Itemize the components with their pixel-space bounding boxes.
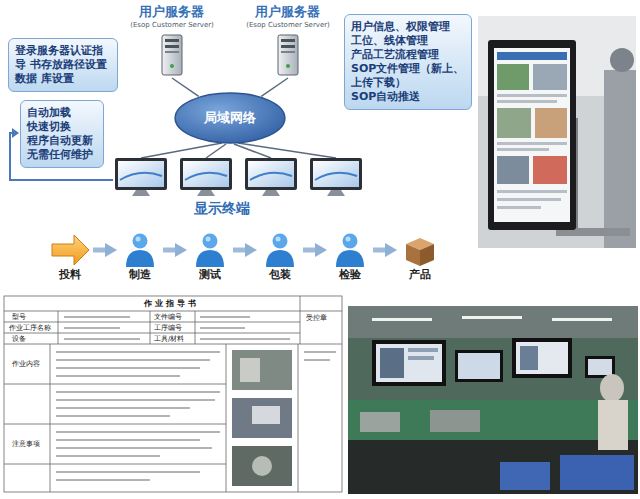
node-text: 程序自动更新 (27, 134, 97, 148)
table-cell-holder: 型号 (12, 313, 26, 321)
server-subtitle: (Esop Customer Server) (246, 20, 330, 30)
stamp-note-holder: 受控章 (306, 314, 327, 322)
table-cell-holder: 作业工序名称 (9, 324, 51, 332)
connector (373, 248, 387, 253)
connector (163, 248, 177, 253)
server-subtitle: (Esop Customer Server) (130, 20, 214, 30)
production-line-photo (348, 306, 638, 494)
node-text: 工位、线体管理 (351, 34, 465, 48)
connector (303, 248, 317, 253)
connector (261, 78, 288, 96)
node-text: 测试 (188, 268, 232, 281)
node-text: 包装 (258, 268, 302, 281)
node-text: 局域网络 (204, 110, 256, 126)
table-cell-holder: 设备 (12, 335, 26, 343)
process-step: 投料 (48, 232, 92, 281)
person-icon (332, 232, 368, 268)
stamp-note: 受控章 (306, 314, 327, 322)
server-icon (273, 33, 303, 77)
table-cell-holder: 作业内容 (12, 360, 40, 368)
sheet-text-lines (56, 317, 336, 480)
sheet-title-holder: 作 业 指 导 书 (144, 299, 195, 308)
table-cell: 设备 (12, 335, 26, 343)
table-cell-holder: 文件编号 (154, 313, 182, 321)
node-text: 快速切换 (27, 120, 97, 134)
process-step: 测试 (188, 232, 232, 281)
node-text: 自动加载 (27, 106, 97, 120)
instruction-sheet (4, 296, 342, 492)
table-cell-holder: 工序编号 (154, 324, 182, 332)
table-cell: 工具/材料 (154, 335, 184, 343)
callout-box: 用户信息、权限管理工位、线体管理产品工艺流程管理SOP文件管理（新上、上传下载）… (344, 14, 472, 110)
person-icon (262, 232, 298, 268)
table-cell: 作业内容 (12, 360, 40, 368)
person-icon (192, 232, 228, 268)
server-title: 用户服务器 (246, 4, 330, 20)
node-text: SOP自动推送 (351, 90, 465, 104)
process-step: 检验 (328, 232, 372, 281)
node-text: SOP文件管理（新上、上传下载） (351, 62, 465, 90)
feed-icon (50, 232, 90, 268)
node-text: 无需任何维护 (27, 148, 97, 162)
section-title-holder: 显示终端 (194, 201, 250, 216)
sheet-photo (232, 350, 292, 486)
connector (172, 78, 199, 96)
box-icon (402, 232, 438, 268)
section-title: 显示终端 (194, 201, 250, 216)
node-text: 产品工艺流程管理 (351, 48, 465, 62)
sheet-title: 作 业 指 导 书 (144, 299, 195, 308)
person-icon (122, 232, 158, 268)
callout-box: 自动加载快速切换程序自动更新无需任何维护 (20, 100, 104, 168)
network-wire (141, 143, 336, 158)
table-cell: 文件编号 (154, 313, 182, 321)
terminal-photo (478, 16, 636, 248)
network-cloud: 局域网络 (174, 92, 286, 144)
process-step: 包装 (258, 232, 302, 281)
table-cell: 作业工序名称 (9, 324, 51, 332)
table-cell: 工序编号 (154, 324, 182, 332)
table-cell-holder: 注意事项 (12, 440, 40, 448)
connector (233, 248, 247, 253)
node-text: 产品 (398, 268, 442, 281)
node-text: 用户信息、权限管理 (351, 20, 465, 34)
node-text: 投料 (48, 268, 92, 281)
process-step: 制造 (118, 232, 162, 281)
display-terminal (115, 158, 362, 196)
connector (93, 248, 107, 253)
callout-box: 登录服务器认证指导 书存放路径设置数据 库设置 (8, 38, 118, 92)
node-text: 登录服务器认证指导 书存放路径设置数据 库设置 (15, 44, 111, 86)
table-cell-holder: 工具/材料 (154, 335, 184, 343)
server-node: 用户服务器(Esop Customer Server) (130, 4, 214, 77)
table-cell: 注意事项 (12, 440, 40, 448)
server-title: 用户服务器 (130, 4, 214, 20)
server-icon (157, 33, 187, 77)
table-cell: 型号 (12, 313, 26, 321)
process-step: 产品 (398, 232, 442, 281)
node-text: 制造 (118, 268, 162, 281)
server-node: 用户服务器(Esop Customer Server) (246, 4, 330, 77)
node-text: 检验 (328, 268, 372, 281)
